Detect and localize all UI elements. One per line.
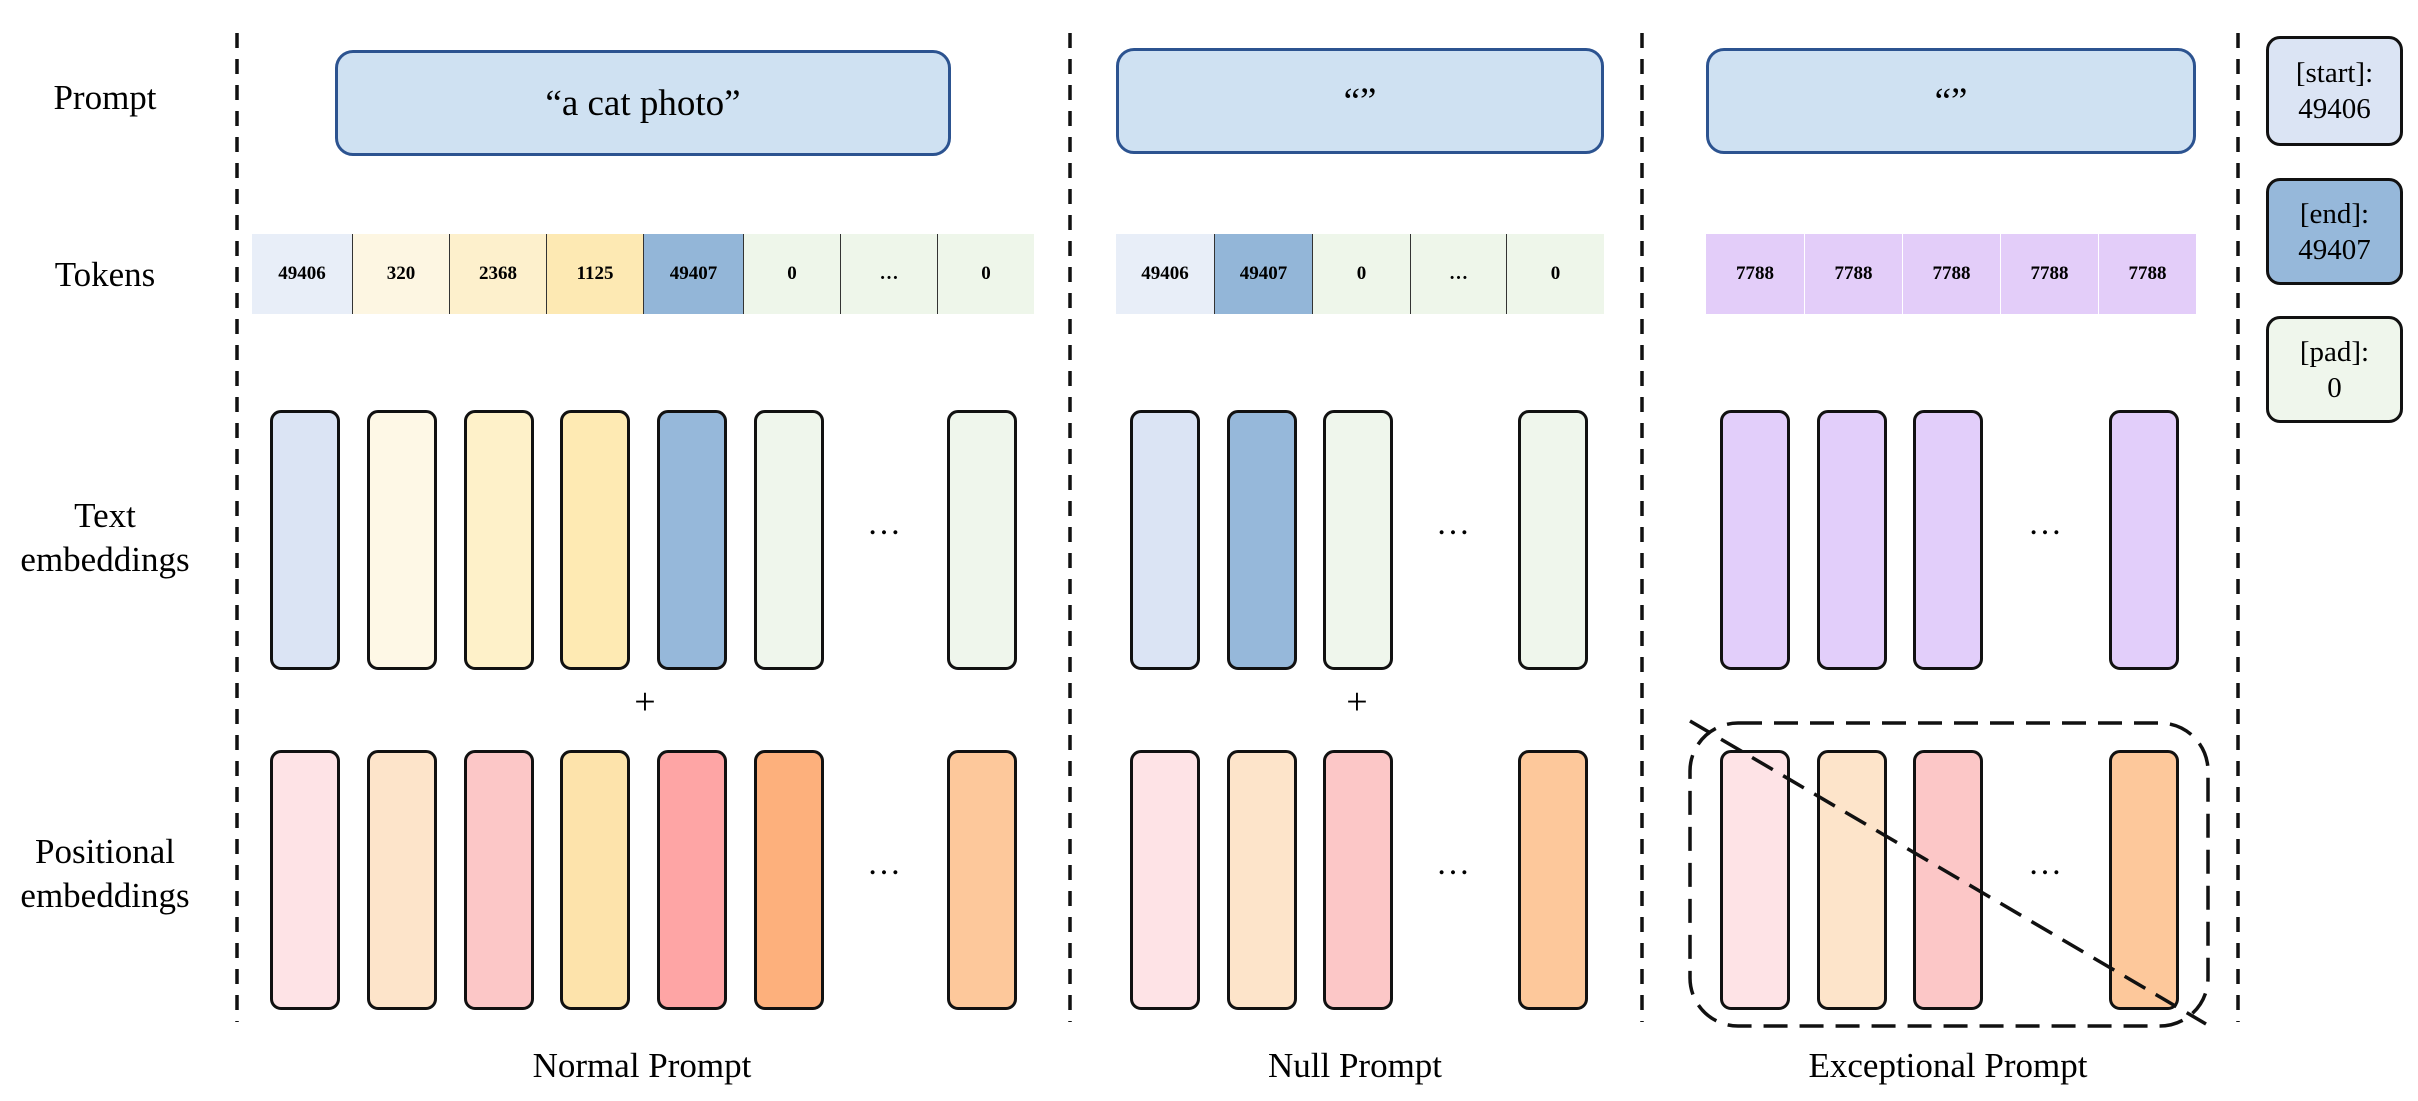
token-cell: 1125: [546, 234, 643, 314]
caption-null-prompt: Null Prompt: [1267, 1046, 1443, 1085]
positional-embedding-bar: [464, 750, 534, 1010]
token-cell: 0: [743, 234, 840, 314]
token-cell: 7788: [1804, 234, 1902, 314]
prompt-box-null: “”: [1116, 48, 1604, 154]
row-label-text-line2: embeddings: [20, 540, 190, 579]
positional-embedding-bar: [1720, 750, 1790, 1010]
positional-embedding-bar: [1817, 750, 1887, 1010]
positional-embedding-bar: [657, 750, 727, 1010]
text-embedding-bar: [1323, 410, 1393, 670]
text-embedding-bar: [2109, 410, 2179, 670]
legend-pad-token: [pad]: 0: [2266, 316, 2403, 423]
token-cell: 0: [1312, 234, 1410, 314]
text-embedding-bar: [657, 410, 727, 670]
token-cell: 7788: [1706, 234, 1804, 314]
positional-embedding-bar: [1130, 750, 1200, 1010]
text-embedding-bar: [1720, 410, 1790, 670]
ellipsis-exceptional-pos: …: [2028, 845, 2062, 882]
ellipsis-normal-text: …: [867, 505, 901, 542]
row-label-text-line1: Text: [74, 496, 136, 535]
token-cell: 49407: [643, 234, 743, 314]
legend-end-label: [end]:: [2299, 197, 2370, 230]
row-label-pos-line1: Positional: [34, 832, 176, 871]
legend-end-token: [end]: 49407: [2266, 178, 2403, 285]
plus-sign-null: +: [1346, 681, 1368, 723]
token-cell: 0: [1506, 234, 1604, 314]
row-label-tokens: Tokens: [54, 255, 156, 294]
row-label-positional-embeddings: Positional embeddings: [0, 830, 210, 918]
token-cell: 7788: [2098, 234, 2196, 314]
text-embedding-bar: [1913, 410, 1983, 670]
text-embedding-bar: [270, 410, 340, 670]
text-embedding-bar: [947, 410, 1017, 670]
positional-embedding-bar: [1518, 750, 1588, 1010]
positional-embedding-bar: [560, 750, 630, 1010]
legend-start-value: 49406: [2298, 93, 2371, 125]
caption-normal-prompt: Normal Prompt: [532, 1046, 752, 1085]
token-cell: 49407: [1214, 234, 1312, 314]
legend-end-value: 49407: [2298, 233, 2371, 266]
ellipsis-null-text: …: [1436, 505, 1470, 542]
text-embedding-bar: [1130, 410, 1200, 670]
token-cell: 320: [352, 234, 449, 314]
token-cell: …: [1410, 234, 1506, 314]
row-label-text-embeddings: Text embeddings: [0, 494, 210, 582]
row-label-prompt: Prompt: [53, 78, 157, 117]
positional-embedding-bar: [1913, 750, 1983, 1010]
prompt-box-exceptional: “”: [1706, 48, 2196, 154]
token-cell: 7788: [2000, 234, 2098, 314]
text-embedding-bar: [754, 410, 824, 670]
positional-embedding-bar: [270, 750, 340, 1010]
positional-embedding-bar: [2109, 750, 2179, 1010]
text-embedding-bar: [367, 410, 437, 670]
legend-start-label: [start]:: [2295, 57, 2374, 89]
token-cell: 49406: [1116, 234, 1214, 314]
text-embedding-bar: [1817, 410, 1887, 670]
positional-embedding-bar: [947, 750, 1017, 1010]
positional-embedding-bar: [1323, 750, 1393, 1010]
caption-exceptional-prompt: Exceptional Prompt: [1808, 1046, 2088, 1085]
text-embedding-bar: [464, 410, 534, 670]
token-cell: 2368: [449, 234, 546, 314]
text-embedding-bar: [1518, 410, 1588, 670]
ellipsis-exceptional-text: …: [2028, 505, 2062, 542]
token-cell: 7788: [1902, 234, 2000, 314]
ellipsis-normal-pos: …: [867, 845, 901, 882]
token-cell: 0: [937, 234, 1034, 314]
token-cell: …: [840, 234, 937, 314]
positional-embedding-bar: [367, 750, 437, 1010]
token-cell: 49406: [252, 234, 352, 314]
legend-pad-label: [pad]:: [2299, 335, 2370, 368]
ellipsis-null-pos: …: [1436, 845, 1470, 882]
positional-embedding-bar: [1227, 750, 1297, 1010]
text-embedding-bar: [1227, 410, 1297, 670]
positional-embedding-bar: [754, 750, 824, 1010]
legend-start-token: [start]: 49406: [2266, 36, 2403, 146]
text-embedding-bar: [560, 410, 630, 670]
row-label-pos-line2: embeddings: [20, 876, 190, 915]
plus-sign-normal: +: [634, 681, 656, 723]
prompt-box-normal: “a cat photo”: [335, 50, 951, 156]
legend-pad-value: 0: [2327, 371, 2342, 404]
